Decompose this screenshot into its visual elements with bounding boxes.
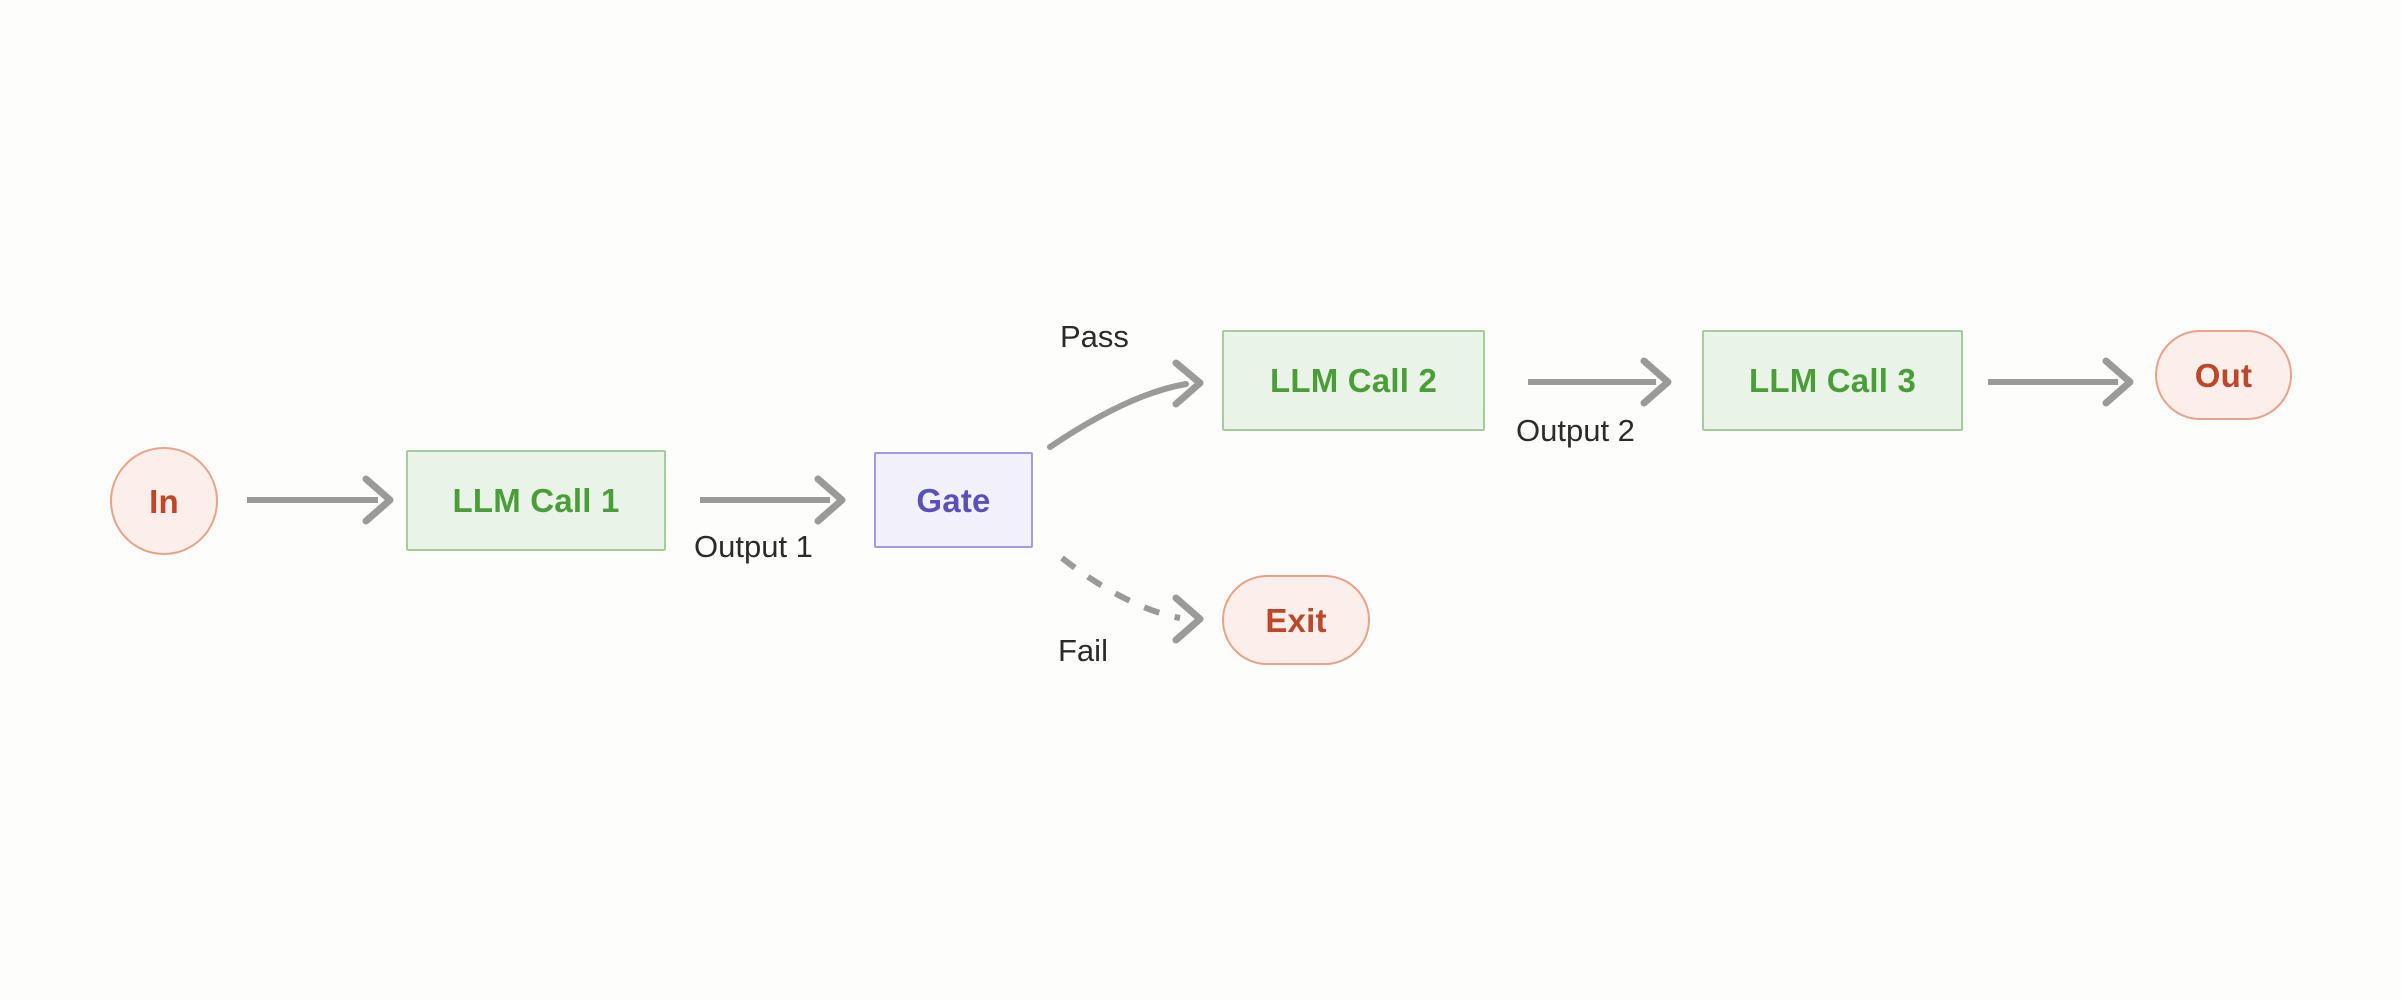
edge-label-pass: Pass xyxy=(1060,319,1129,354)
node-llm-call-3[interactable]: LLM Call 3 xyxy=(1702,330,1963,431)
edge-call2-to-call3 xyxy=(1528,357,1672,407)
node-in-label: In xyxy=(149,482,179,520)
node-out-label: Out xyxy=(2194,356,2253,394)
edge-label-output-1: Output 1 xyxy=(694,529,813,564)
edge-call3-to-out xyxy=(1988,357,2134,407)
node-out[interactable]: Out xyxy=(2155,330,2292,420)
edge-gate-to-exit xyxy=(1060,555,1204,644)
node-exit[interactable]: Exit xyxy=(1222,575,1370,665)
edge-in-to-call1 xyxy=(247,475,394,525)
node-llm-call-2-label: LLM Call 2 xyxy=(1269,362,1438,399)
node-llm-call-3-label: LLM Call 3 xyxy=(1748,362,1917,399)
node-gate[interactable]: Gate xyxy=(874,452,1033,548)
node-llm-call-1-label: LLM Call 1 xyxy=(452,482,620,519)
node-llm-call-1[interactable]: LLM Call 1 xyxy=(406,450,666,551)
edge-label-fail: Fail xyxy=(1058,633,1108,668)
edge-label-output-2: Output 2 xyxy=(1516,413,1635,448)
edge-gate-to-call2 xyxy=(1047,359,1204,450)
node-exit-label: Exit xyxy=(1265,601,1327,639)
node-gate-label: Gate xyxy=(916,481,991,519)
edge-call1-to-gate xyxy=(700,475,846,525)
node-in[interactable]: In xyxy=(110,447,218,555)
node-llm-call-2[interactable]: LLM Call 2 xyxy=(1222,330,1485,431)
